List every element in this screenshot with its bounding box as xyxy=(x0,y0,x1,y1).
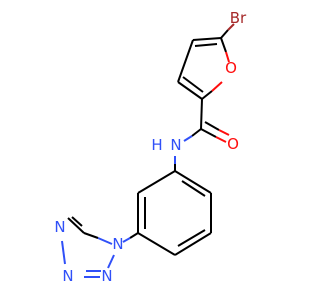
bond-ph-n1-nitrogen-half xyxy=(122,237,131,243)
atom-tetrazole-n1: N xyxy=(112,235,123,253)
bond-co-b-oxygen-half xyxy=(218,129,230,136)
bond-tz-n1-n2 xyxy=(107,254,115,269)
atom-carbonyl-oxygen: O xyxy=(227,135,239,153)
bond-ph-e-inner xyxy=(177,229,206,247)
bond-co-a-carbon-half xyxy=(200,128,217,138)
bond-c5-c4-inner xyxy=(194,43,218,47)
bond-tz-n1-c5-nitrogen-half xyxy=(97,237,113,245)
atom-tetrazole-n2: N xyxy=(101,267,112,285)
bond-tz-n3-n4 xyxy=(61,240,66,265)
bond-ph-b-inner xyxy=(181,180,206,197)
bond-c-n-carbon-half xyxy=(191,128,202,137)
atom-amide-nitrogen: N xyxy=(170,136,181,154)
bond-tz-n1-c5-carbon-half xyxy=(83,232,99,239)
background xyxy=(0,0,300,300)
bond-c3-c2 xyxy=(177,81,203,100)
bond-tz-c5-n4 xyxy=(67,217,85,234)
bond-ph-f xyxy=(137,232,176,256)
bond-c2-o-carbon-half xyxy=(201,90,213,100)
bond-c4-c3 xyxy=(177,39,194,83)
bond-co-a-oxygen-half xyxy=(215,136,227,143)
structure-canvas: Br O O N H N N N N xyxy=(0,0,300,300)
atom-tetrazole-n4: N xyxy=(54,218,65,236)
bond-ph-a xyxy=(137,170,176,194)
bond-c-n-nitrogen-half xyxy=(183,135,193,142)
bond-c5-br-carbon-half xyxy=(220,29,229,39)
atom-furan-oxygen: O xyxy=(225,59,237,77)
bond-c2-o-oxygen-half xyxy=(211,81,223,92)
bond-c5-o-carbon-half xyxy=(220,37,227,53)
molecule-drawing: Br O O N H N N N N xyxy=(0,0,300,300)
atom-amide-hydrogen: H xyxy=(151,136,162,154)
bond-c2-carbonyl xyxy=(200,98,203,130)
atom-bromine: Br xyxy=(230,9,247,27)
bond-ph-n1-carbon-half xyxy=(129,232,139,239)
bond-ph-b xyxy=(174,170,212,194)
bond-ph-e xyxy=(174,232,212,256)
bond-co-b-carbon-half xyxy=(204,121,220,131)
carbon-bonds xyxy=(67,37,222,256)
atom-tetrazole-n3: N xyxy=(62,267,73,285)
bond-c3-c2-inner xyxy=(182,76,204,93)
bond-c5-c4 xyxy=(192,37,222,41)
bond-c5-o-oxygen-half xyxy=(225,51,230,63)
bond-tz-c5-n4-inner xyxy=(71,216,83,227)
bond-c5-br-bromine-half xyxy=(227,23,235,31)
